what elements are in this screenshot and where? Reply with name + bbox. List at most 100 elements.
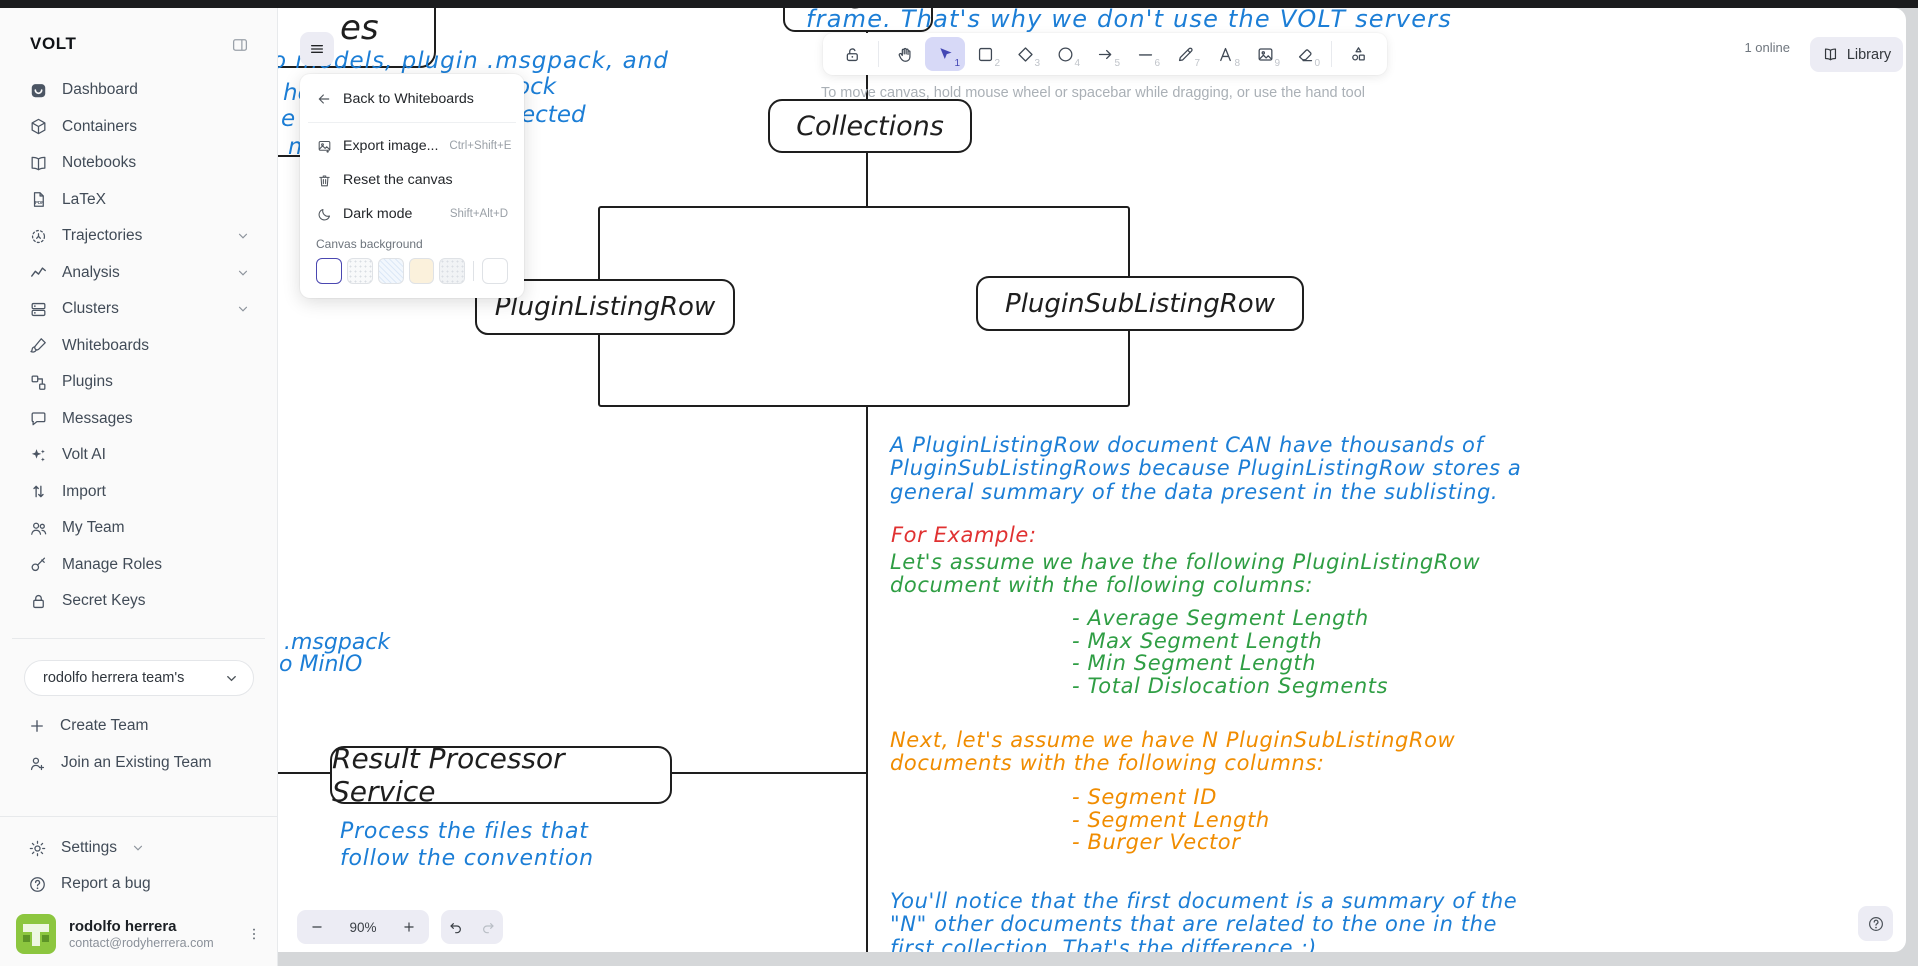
sidebar-item-clusters[interactable]: Clusters xyxy=(0,291,278,328)
tool-eraser[interactable]: 0 xyxy=(1285,37,1325,71)
tool-ellipse[interactable]: 4 xyxy=(1045,37,1085,71)
connector-line[interactable] xyxy=(278,772,330,774)
join-team-button[interactable]: Join an Existing Team xyxy=(0,745,278,781)
sidebar-item-label: My Team xyxy=(62,519,125,537)
note-fragment[interactable]: o MinIO xyxy=(279,652,363,677)
library-button[interactable]: Library xyxy=(1810,37,1903,72)
connector-line[interactable] xyxy=(672,772,866,774)
zoom-level[interactable]: 90% xyxy=(349,919,377,935)
sidebar-item-analysis[interactable]: Analysis xyxy=(0,255,278,292)
canvas-bg-swatch-blue[interactable] xyxy=(377,258,404,284)
sidebar-item-plugins[interactable]: Plugins xyxy=(0,364,278,401)
tool-rectangle[interactable]: 2 xyxy=(965,37,1005,71)
shape-collections-box[interactable]: Collections xyxy=(768,99,972,153)
redo-button[interactable] xyxy=(474,913,502,941)
shape-result-processor-box[interactable]: Result Processor Service xyxy=(330,742,672,808)
sidebar-item-import[interactable]: Import xyxy=(0,474,278,511)
tool-diamond[interactable]: 3 xyxy=(1005,37,1045,71)
ellipse-icon xyxy=(1058,47,1072,61)
shape-pluginsublistingrow-box[interactable]: PluginSubListingRow xyxy=(976,276,1304,331)
note-green-list[interactable]: - Average Segment Length - Max Segment L… xyxy=(1072,607,1388,697)
tool-draw[interactable]: 7 xyxy=(1165,37,1205,71)
tool-line[interactable]: 6 xyxy=(1125,37,1165,71)
user-name: rodolfo herrera xyxy=(69,917,177,935)
import-icon xyxy=(28,482,48,501)
canvas-bg-swatch-white[interactable] xyxy=(316,258,342,284)
undo-button[interactable] xyxy=(442,913,470,941)
sidebar-item-messages[interactable]: Messages xyxy=(0,401,278,438)
shapes-icon xyxy=(1351,46,1365,61)
zoom-out-button[interactable] xyxy=(303,913,331,941)
tool-key: 6 xyxy=(1154,58,1160,69)
user-menu-dots-icon[interactable] xyxy=(246,926,262,942)
tool-arrow[interactable]: 5 xyxy=(1085,37,1125,71)
note-orange-list[interactable]: - Segment ID - Segment Length - Burger V… xyxy=(1072,786,1270,854)
note-fragment[interactable]: ected xyxy=(521,102,586,128)
sidebar-item-dashboard[interactable]: Dashboard xyxy=(0,72,278,109)
canvas-bg-swatch-custom[interactable] xyxy=(482,258,508,284)
canvas-bg-swatch-gray[interactable] xyxy=(346,258,373,284)
sidebar-item-trajectories[interactable]: Trajectories xyxy=(0,218,278,255)
tool-selection[interactable]: 1 xyxy=(925,37,965,71)
sidebar-item-containers[interactable]: Containers xyxy=(0,109,278,146)
chevron-down-icon xyxy=(224,671,239,686)
menu-item-reset-canvas[interactable]: Reset the canvas xyxy=(308,163,516,197)
note-blue-paragraph-1[interactable]: A PluginListingRow document CAN have tho… xyxy=(890,433,1521,504)
sidebar-item-notebooks[interactable]: Notebooks xyxy=(0,145,278,182)
sidebar-item-label: LaTeX xyxy=(62,190,106,208)
tool-image[interactable]: 9 xyxy=(1245,37,1285,71)
note-line: - Min Segment Length xyxy=(1072,651,1317,676)
note-line: - Max Segment Length xyxy=(1072,628,1323,653)
sidebar-item-volt-ai[interactable]: Volt AI xyxy=(0,437,278,474)
note-orange-paragraph[interactable]: Next, let's assume we have N PluginSubLi… xyxy=(890,728,1455,776)
users-icon xyxy=(28,519,48,538)
sidebar-item-label: Analysis xyxy=(62,263,120,281)
help-button[interactable] xyxy=(1858,906,1893,941)
tool-lock[interactable] xyxy=(832,37,872,71)
sidebar-item-secret-keys[interactable]: Secret Keys xyxy=(0,583,278,620)
zoom-controls: 90% xyxy=(297,910,429,944)
sidebar-item-label: Import xyxy=(62,482,106,500)
create-team-button[interactable]: Create Team xyxy=(0,708,278,744)
note-line: - Segment Length xyxy=(1072,807,1270,832)
user-profile[interactable]: rodolfo herrera contact@rodyherrera.com xyxy=(16,914,262,954)
menu-item-export-image[interactable]: Export image... Ctrl+Shift+E xyxy=(308,129,516,163)
connector-line[interactable] xyxy=(866,153,868,206)
team-selector[interactable]: rodolfo herrera team's xyxy=(24,660,254,696)
note-for-example[interactable]: For Example: xyxy=(891,523,1037,547)
sidebar-item-latex[interactable]: PDF LaTeX xyxy=(0,182,278,219)
lock-icon xyxy=(28,592,48,611)
history-controls xyxy=(441,910,503,944)
main-menu-button[interactable] xyxy=(300,32,334,66)
report-bug-button[interactable]: Report a bug xyxy=(0,866,278,902)
note-blue-paragraph-2[interactable]: You'll notice that the first document is… xyxy=(890,889,1518,952)
tool-text[interactable]: 8 xyxy=(1205,37,1245,71)
sidebar-item-whiteboards[interactable]: Whiteboards xyxy=(0,328,278,365)
tool-key: 7 xyxy=(1194,58,1200,69)
tool-more-shapes[interactable] xyxy=(1338,37,1378,71)
note-process-files[interactable]: Process the files that follow the conven… xyxy=(340,818,594,872)
zoom-in-button[interactable] xyxy=(395,913,423,941)
collapse-sidebar-icon[interactable] xyxy=(231,36,249,54)
connector-line[interactable] xyxy=(866,407,868,952)
sidebar-divider xyxy=(0,816,277,817)
note-green-paragraph[interactable]: Let's assume we have the following Plugi… xyxy=(890,550,1480,598)
tool-hand[interactable] xyxy=(885,37,925,71)
settings-label: Settings xyxy=(61,839,118,856)
canvas-bg-swatch-cream[interactable] xyxy=(408,258,435,284)
sidebar-item-my-team[interactable]: My Team xyxy=(0,510,278,547)
note-line: You'll notice that the first document is… xyxy=(890,889,1518,913)
brush-icon xyxy=(28,336,48,355)
sidebar-item-settings[interactable]: Settings xyxy=(0,830,278,866)
canvas-bg-swatch-lightgray[interactable] xyxy=(439,258,466,284)
hamburger-icon xyxy=(311,45,323,53)
whiteboard-canvas[interactable]: es o models, plugin .msgpack, and he ock… xyxy=(278,8,1906,952)
menu-item-back-to-whiteboards[interactable]: Back to Whiteboards xyxy=(308,82,516,116)
note-fragment[interactable]: o models, plugin .msgpack, and xyxy=(278,48,669,74)
sidebar-item-manage-roles[interactable]: Manage Roles xyxy=(0,547,278,584)
note-fragment[interactable]: .msgpack xyxy=(284,630,391,655)
note-top[interactable]: frame. That's why we don't use the VOLT … xyxy=(806,8,1452,33)
shape-mongodb-box[interactable]: MongoDB xyxy=(783,8,933,32)
menu-item-dark-mode[interactable]: Dark mode Shift+Alt+D xyxy=(308,197,516,231)
note-line: first collection. That's the difference … xyxy=(890,935,1317,952)
